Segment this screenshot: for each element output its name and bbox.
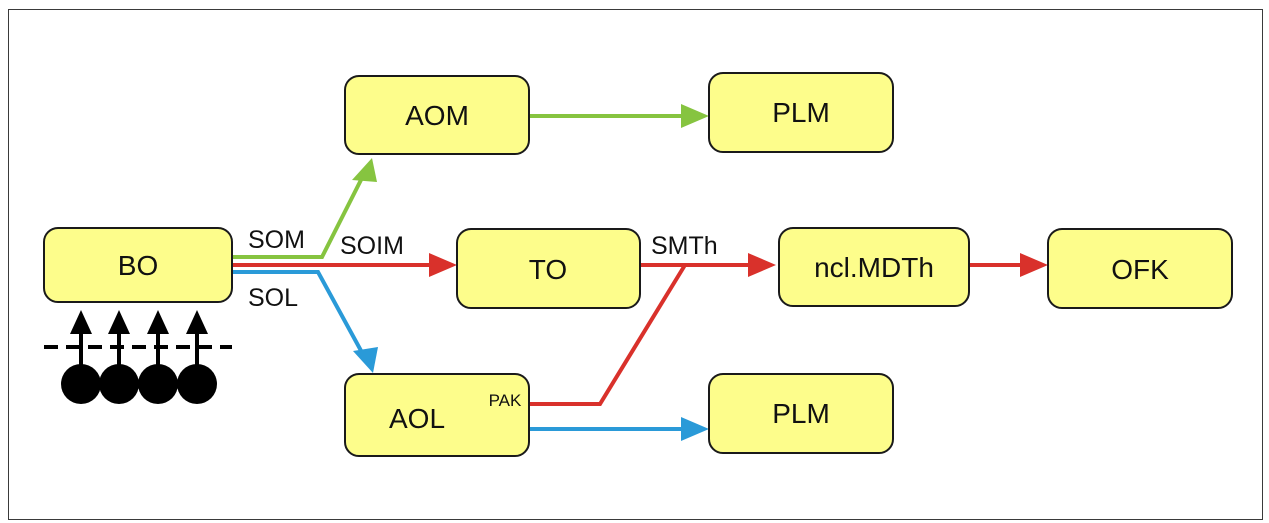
- node-bo: BO: [43, 227, 233, 303]
- edge-bo-aol-blue: [232, 270, 367, 359]
- arrowhead-aol: [353, 347, 378, 373]
- node-plm-bottom: PLM: [708, 373, 894, 454]
- pak-label: PAK: [489, 391, 522, 410]
- node-bo-label: BO: [118, 250, 158, 281]
- node-ofk: OFK: [1047, 228, 1233, 309]
- arrowhead-plm-bottom: [681, 417, 709, 441]
- node-ncl-mdth: ncl.MDTh: [778, 227, 970, 307]
- blue-edges: [232, 270, 709, 441]
- black-dots-icon: [61, 364, 217, 404]
- smth-label: SMTh: [651, 232, 718, 260]
- node-plm-bottom-label: PLM: [772, 398, 830, 429]
- red-edges: [232, 253, 1048, 406]
- edge-bo-aom-green: [232, 171, 367, 259]
- node-aom-label: AOM: [405, 100, 469, 131]
- arrowhead-to: [429, 253, 457, 277]
- arrowhead-ofk: [1020, 253, 1048, 277]
- node-ofk-label: OFK: [1111, 254, 1169, 285]
- sol-label: SOL: [248, 284, 298, 312]
- node-to-label: TO: [529, 254, 567, 285]
- arrowhead-ncl: [748, 253, 776, 277]
- node-to: TO: [456, 228, 641, 309]
- green-edges: [232, 104, 709, 259]
- node-aol: AOL PAK: [344, 373, 530, 457]
- arrowhead-aom: [352, 158, 377, 182]
- node-plm-top-label: PLM: [772, 97, 830, 128]
- soim-label: SOIM: [340, 232, 404, 260]
- edge-aol-pak-red: [529, 263, 687, 406]
- node-aom: AOM: [344, 75, 530, 155]
- som-label: SOM: [248, 226, 305, 254]
- node-aol-label: AOL: [389, 403, 445, 434]
- node-plm-top: PLM: [708, 72, 894, 153]
- node-ncl-mdth-label: ncl.MDTh: [814, 252, 934, 283]
- arrowhead-plm-top: [681, 104, 709, 128]
